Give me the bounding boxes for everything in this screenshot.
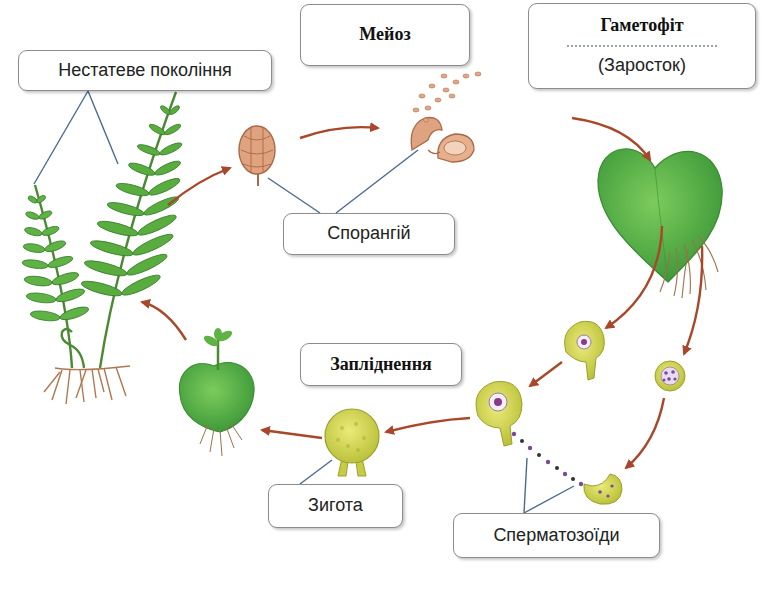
dotted-separator [567,45,716,47]
fern-frond [80,104,183,298]
young-sporophyte [179,328,254,456]
archegonium [565,321,605,380]
fern-roots [44,366,130,404]
open-sporangium [411,72,481,162]
label-box: Гаметофіт (Заросток) [528,3,756,89]
label-text: Зигота [308,495,363,517]
label-text: Мейоз [359,24,410,46]
label-box: Зигота [268,484,403,528]
antheridium-open [584,474,622,504]
label-box: Спорангій [283,213,455,255]
label-text: Гаметофіт [600,15,683,37]
fern-frond [22,194,90,322]
label-box: Нестатеве покоління [18,50,272,91]
label-text: Нестатеве покоління [58,60,232,82]
gametophyte [598,149,722,298]
label-text: (Заросток) [598,55,686,77]
label-text: Запліднення [330,354,432,376]
antheridium [655,361,685,391]
label-box: Сперматозоїди [453,513,660,558]
archegonium-fertilization [476,381,522,446]
leader-lines [34,91,574,513]
sperm-cells [512,432,590,490]
sporangium [239,126,275,186]
label-box: Мейоз [300,4,470,66]
label-box: Запліднення [300,343,462,386]
label-text: Сперматозоїди [493,525,619,547]
label-text: Спорангій [327,223,410,245]
cycle-arrows [142,118,702,468]
zygote [325,409,379,476]
